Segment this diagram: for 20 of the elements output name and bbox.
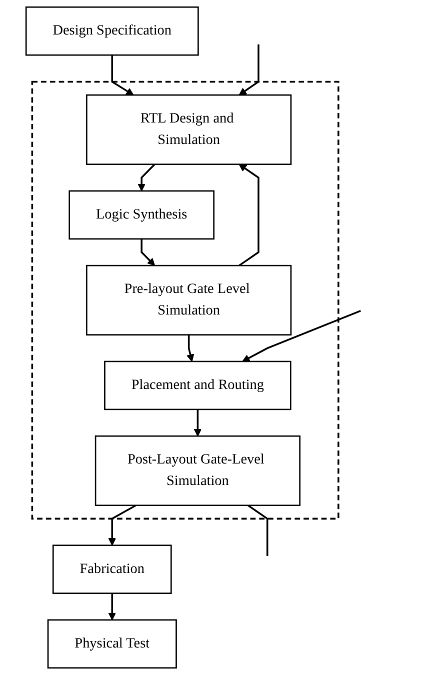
node-box: Physical Test (47, 619, 177, 669)
arrow (108, 504, 136, 546)
node-box: Placement and Routing (104, 360, 292, 410)
arrow (111, 55, 134, 96)
arrow (194, 409, 202, 436)
connector (248, 504, 268, 556)
arrow (242, 310, 361, 362)
arrow (140, 238, 156, 266)
arrow (238, 164, 260, 266)
node-box: RTL Design and Simulation (86, 94, 292, 165)
arrow (108, 593, 116, 620)
node-box: Post-Layout Gate-Level Simulation (94, 435, 300, 506)
node-box: Pre-layout Gate Level Simulation (86, 264, 292, 336)
arrow (138, 164, 156, 192)
node-box: Logic Synthesis (68, 190, 214, 240)
node-box: Design Specification (25, 6, 199, 56)
arrow (186, 334, 194, 362)
cluster (31, 80, 340, 520)
arrow (238, 44, 260, 96)
node-box: Fabrication (52, 544, 172, 594)
